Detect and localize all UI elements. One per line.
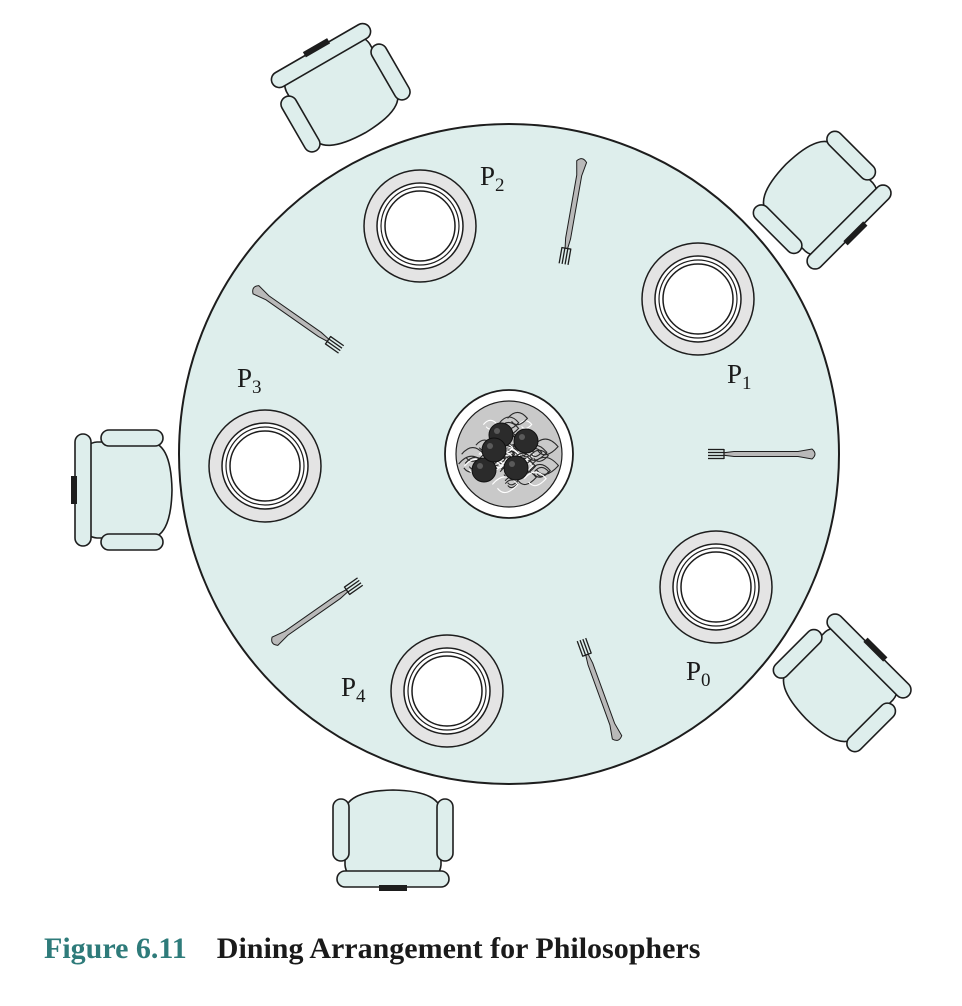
chair-0: [772, 613, 912, 753]
label-p2: P2: [480, 161, 505, 196]
plate-p4: [390, 634, 504, 748]
forks-group: [252, 158, 816, 741]
figure-caption: Figure 6.11 Dining Arrangement for Philos…: [44, 932, 700, 966]
spaghetti-bowl: [444, 389, 574, 519]
label-p0: P0: [686, 656, 711, 691]
label-p1: P1: [727, 359, 752, 394]
chair-3: [71, 429, 173, 551]
fork-1: [558, 158, 588, 265]
label-p4: P4: [341, 672, 366, 707]
plate-p1: [641, 242, 755, 356]
plate-p3: [208, 409, 322, 523]
chair-1: [752, 130, 892, 270]
dining-table-diagram: P0 P1 P2 P3 P4: [71, 22, 912, 891]
chair-4: [332, 789, 454, 891]
fork-0: [708, 448, 816, 460]
fork-3: [271, 577, 364, 646]
chairs-group: [71, 22, 912, 891]
plate-p2: [363, 169, 477, 283]
label-p3: P3: [237, 363, 262, 398]
plates-group: [208, 169, 773, 748]
fork-2: [252, 285, 345, 354]
figure-title: Dining Arrangement for Philosophers: [216, 932, 701, 965]
figure-number: Figure 6.11: [44, 932, 187, 965]
chair-2: [270, 22, 411, 153]
fork-4: [576, 637, 623, 741]
plate-p0: [659, 530, 773, 644]
